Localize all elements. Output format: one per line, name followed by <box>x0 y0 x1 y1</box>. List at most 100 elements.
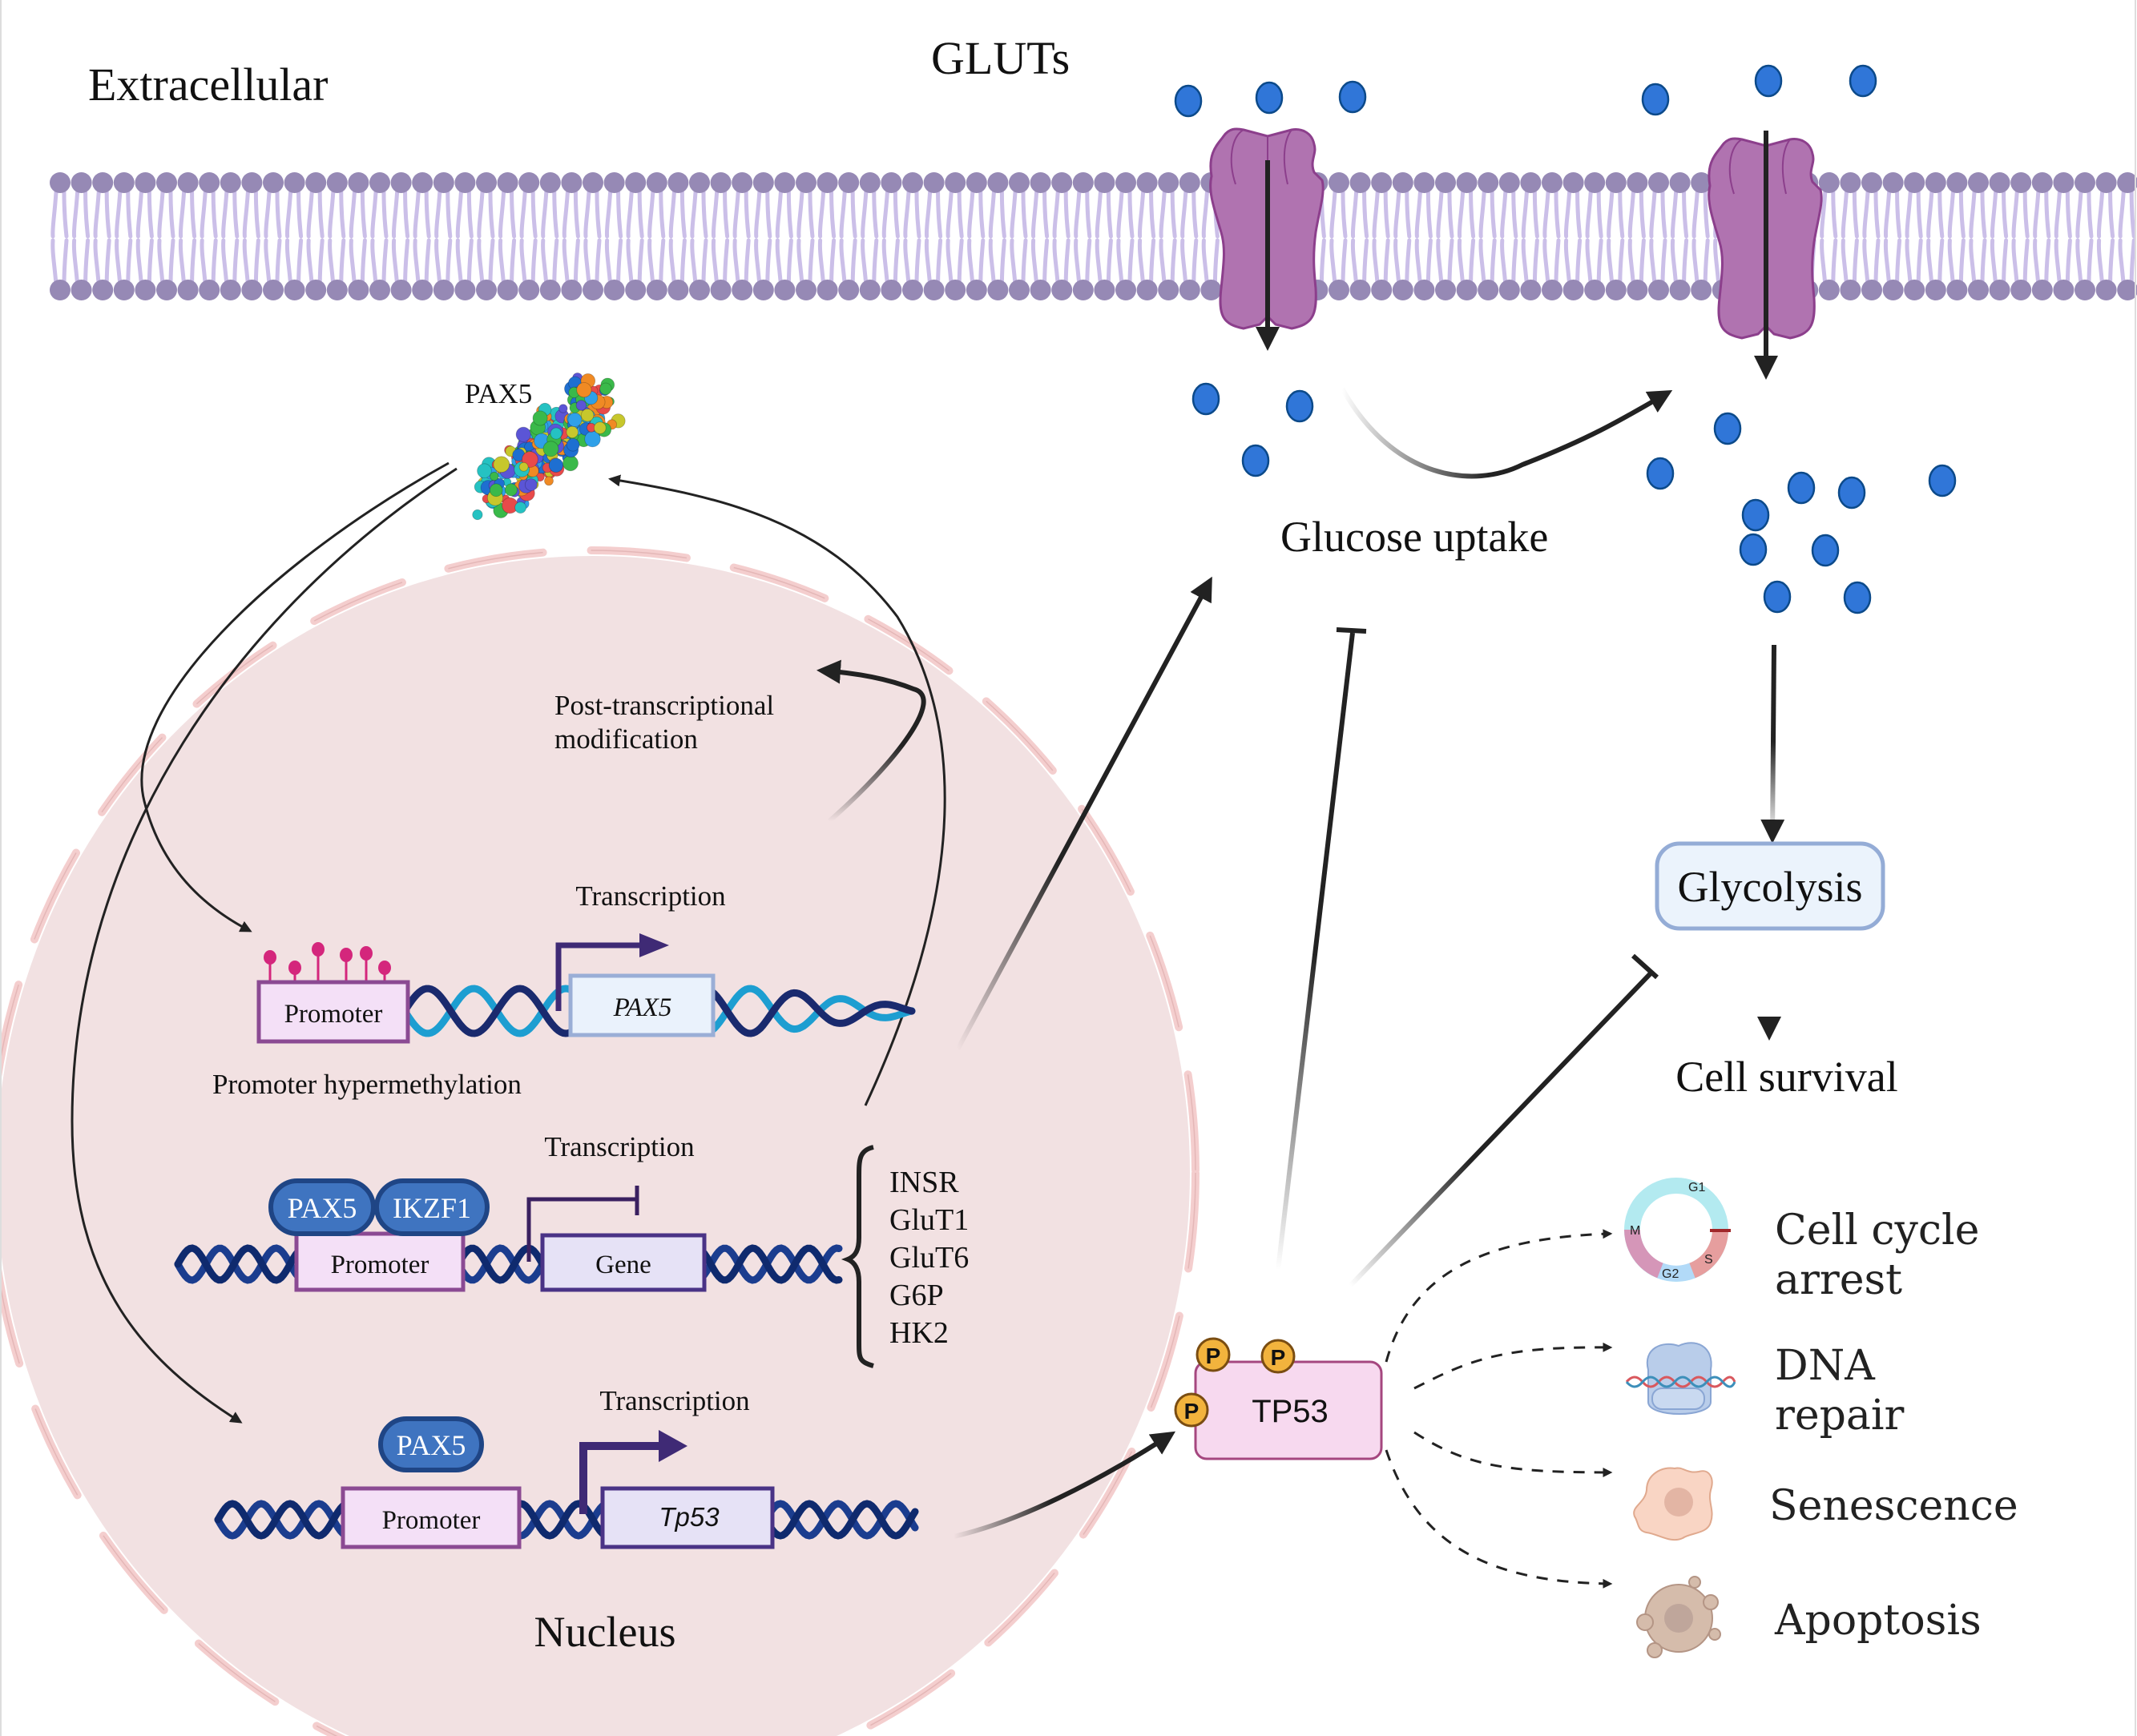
target-gene-label: GluT6 <box>889 1241 969 1275</box>
transcription-label-3: Transcription <box>599 1385 749 1416</box>
phospholipid <box>92 172 114 300</box>
promoter-box <box>256 980 410 1044</box>
phospholipid <box>710 172 732 300</box>
phospholipid <box>1968 172 1989 300</box>
phospho-label: P <box>1184 1399 1200 1424</box>
transcription-inhibit-arrow <box>526 1197 637 1262</box>
gene-row-target-genes: Promoter PAX5 IKZF1 Gene Transcription I… <box>174 1131 969 1368</box>
phospholipid <box>1329 172 1349 300</box>
phospholipid <box>1094 172 1115 300</box>
transcription-label-2: Transcription <box>544 1131 694 1162</box>
dna-repair-icon <box>1625 1342 1736 1415</box>
phospholipid <box>1349 172 1371 300</box>
phospholipid <box>1072 172 1094 300</box>
pax5-protein-label: PAX5 <box>465 378 532 409</box>
transcription-start-arrow <box>555 942 641 1011</box>
post-transcriptional-label-line1: Post-transcriptional <box>554 690 774 721</box>
phospholipid <box>859 172 881 300</box>
phospholipid <box>2117 172 2137 300</box>
apoptotic-cell-icon <box>1636 1576 1721 1658</box>
glucose-to-glycolysis-arrow <box>1760 644 1785 844</box>
outcome-label: Cell cycle <box>1775 1206 1979 1255</box>
phospholipid <box>199 172 220 300</box>
glucose-molecule-icon <box>1763 580 1792 614</box>
phospholipid <box>1691 172 1712 300</box>
transcription-label-1: Transcription <box>575 880 725 912</box>
phospholipid <box>1605 172 1627 300</box>
phospholipid <box>1478 172 1499 300</box>
phospholipid <box>2053 172 2075 300</box>
phospholipid <box>796 172 816 300</box>
cell-membrane <box>50 172 2137 300</box>
glucose-molecule-icon <box>1811 534 1840 567</box>
pax5-factor-label: PAX5 <box>288 1192 357 1224</box>
phospholipid <box>1158 172 1179 300</box>
outcome-labels: Cell cyclearrestDNArepairSenescenceApopt… <box>1769 1206 2018 1645</box>
phospho-label: P <box>1271 1345 1286 1370</box>
phospholipid <box>583 172 603 300</box>
outcome-label: repair <box>1775 1392 1905 1440</box>
pax5-factor-label: PAX5 <box>397 1429 466 1461</box>
tp53-inhibits-glycolysis <box>1348 971 1653 1288</box>
methyl-group-icon <box>288 961 301 975</box>
target-genes-brace <box>841 1145 874 1368</box>
gene-label-pax5: PAX5 <box>613 993 672 1022</box>
glucose-molecule-icon <box>1255 81 1284 115</box>
dna-helix-icon <box>174 1244 843 1284</box>
phospholipid <box>2075 172 2095 300</box>
transcription-start-arrow <box>579 1442 661 1514</box>
phospholipid <box>1009 172 1030 300</box>
promoter-hypermethylation-label: Promoter hypermethylation <box>212 1069 522 1100</box>
phospholipid <box>902 172 923 300</box>
phospholipid <box>1456 172 1478 300</box>
tp53-label: TP53 <box>1252 1394 1329 1429</box>
phospholipid <box>881 172 902 300</box>
phospholipid <box>135 172 156 300</box>
phosphate-group-icon: P <box>1196 1337 1231 1372</box>
methyl-group-icon <box>378 961 391 975</box>
post-transcriptional-label-line2: modification <box>554 723 698 755</box>
promoter-label: Promoter <box>284 1000 383 1029</box>
glucose-molecule-icon <box>1174 84 1203 118</box>
tp53-outcome-arrows <box>1385 1229 1613 1589</box>
nucleus-to-glucose-uptake-arrow <box>955 576 1212 1051</box>
phospholipid <box>263 172 284 300</box>
tp53-protein: TP53 P P P <box>1174 1337 1383 1460</box>
phospholipid <box>838 172 860 300</box>
glycolysis-box: Glycolysis <box>1655 841 1885 931</box>
phospholipid <box>518 172 540 300</box>
nucleus-to-pax5-protein-arrow <box>608 474 946 1106</box>
glucose-uptake-curve-arrow <box>1340 387 1673 479</box>
pax5-gene-to-ptm-arrow <box>816 659 926 824</box>
phospholipid <box>241 172 263 300</box>
methyl-group-icon <box>312 942 325 957</box>
phospholipid <box>369 172 390 300</box>
phospholipid <box>966 172 987 300</box>
phospholipid <box>412 172 433 300</box>
phospholipid <box>2095 172 2117 300</box>
phospholipid <box>774 172 796 300</box>
phospholipid <box>1882 172 1904 300</box>
ikzf1-factor-label: IKZF1 <box>393 1192 471 1224</box>
tp53-to-cell-cycle-arrow <box>1385 1229 1613 1363</box>
glucose-molecule-icon <box>1754 64 1783 98</box>
phospholipid <box>1520 172 1542 300</box>
glucose-molecule-icon <box>1191 382 1220 416</box>
gene-label: Gene <box>595 1251 651 1279</box>
outcome-label: Apoptosis <box>1774 1597 1982 1645</box>
phospholipid <box>1627 172 1648 300</box>
pax5-protein: PAX5 <box>465 373 626 521</box>
promoter-box <box>341 1486 522 1549</box>
gene-box-tp53 <box>600 1486 775 1549</box>
phospho-label: P <box>1206 1343 1221 1368</box>
glucose-molecule-icon <box>1713 412 1742 445</box>
promoter-label: Promoter <box>331 1251 429 1279</box>
target-gene-label: HK2 <box>889 1316 949 1350</box>
glucose-molecule-icon <box>1843 581 1872 614</box>
phospholipid <box>305 172 327 300</box>
phospholipid <box>1946 172 1968 300</box>
phospholipid <box>1584 172 1606 300</box>
phospholipid <box>1989 172 2010 300</box>
glucose-molecule-icon <box>1641 83 1670 116</box>
